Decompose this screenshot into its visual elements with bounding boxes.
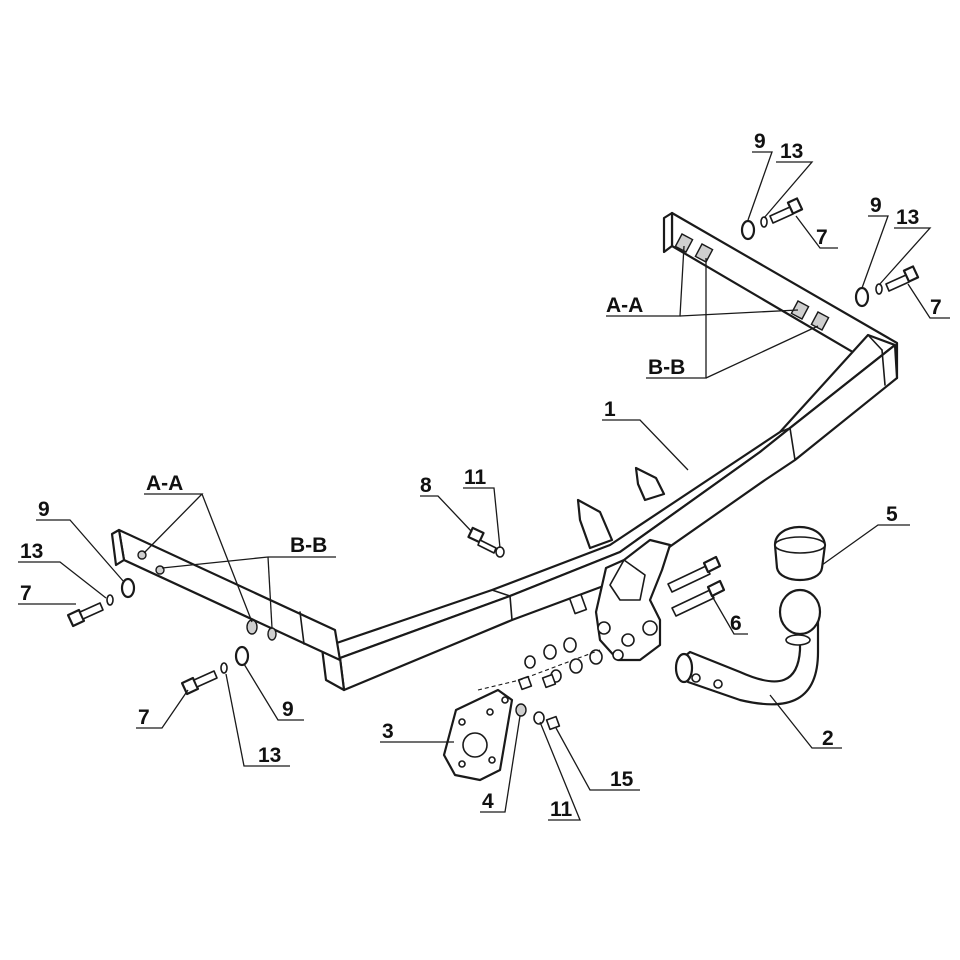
bolt-6-lower: [671, 579, 726, 617]
beam-tab-rear: [634, 466, 666, 502]
callout-13-bottom: 13: [258, 744, 281, 767]
washer-11-top: [495, 546, 505, 558]
callout-5: 5: [886, 503, 898, 526]
washer-9-bottom: [234, 645, 250, 667]
tow-ball-neck: [674, 588, 822, 706]
callout-9-bottom: 9: [282, 698, 294, 721]
washer-9-left: [120, 577, 136, 599]
callout-13-top: 13: [780, 140, 803, 163]
callout-9-left: 9: [38, 498, 50, 521]
washer-13-top: [760, 216, 768, 228]
callout-13-right: 13: [896, 206, 919, 229]
callout-15: 15: [610, 768, 634, 791]
bolt-7-left: [66, 602, 104, 628]
washer-13-right: [875, 283, 883, 295]
callout-7-left: 7: [20, 582, 32, 605]
callout-aa-left: A-A: [146, 472, 183, 495]
beam-tab-front: [576, 498, 614, 550]
callout-6: 6: [730, 612, 742, 635]
callout-1: 1: [604, 398, 616, 421]
washer-13-left: [106, 594, 114, 606]
right-bracket-hole-aa-1: [674, 233, 694, 253]
callout-2: 2: [822, 727, 834, 750]
callout-9-right: 9: [870, 194, 882, 217]
left-bracket-hole-bb-1: [155, 565, 165, 575]
socket-mounting-plate: [442, 688, 514, 782]
bolt-8: [467, 526, 497, 554]
right-side-bracket: [662, 211, 899, 380]
callout-3: 3: [382, 720, 394, 743]
callout-11-bottom: 11: [550, 798, 573, 821]
ball-cover: [773, 525, 827, 581]
nut-15: [545, 715, 561, 731]
bolt-7-top: [769, 197, 804, 224]
callout-7-right: 7: [930, 296, 942, 319]
callout-bb-right: B-B: [648, 356, 685, 379]
washer-9-top: [740, 219, 756, 241]
bolt-6-upper: [667, 555, 722, 593]
left-bracket-hole-aa-2: [246, 619, 258, 635]
callout-9-top: 9: [754, 130, 766, 153]
leader-lines: [18, 151, 950, 821]
cross-beam: [320, 333, 899, 692]
washer-9-right: [854, 286, 870, 308]
washer-13-bottom: [220, 662, 228, 674]
washers-nuts-cluster: [517, 637, 603, 691]
spring-washer-4: [515, 703, 527, 717]
callout-11-top: 11: [464, 466, 487, 489]
callout-8: 8: [420, 474, 432, 497]
callout-labels: 1 2 3 4 5 6 8 11 11 15 9 13 7 9 13 7 A-A…: [20, 130, 942, 821]
callout-7-top: 7: [816, 226, 828, 249]
center-hitch-bracket: [568, 538, 672, 662]
left-bracket-hole-bb-2: [267, 627, 277, 641]
bolt-7-bottom: [180, 670, 218, 696]
callout-13-left: 13: [20, 540, 43, 563]
bolt-7-right: [885, 265, 920, 292]
callout-4: 4: [482, 790, 494, 813]
right-bracket-hole-aa-2: [790, 300, 810, 320]
callout-aa-right: A-A: [606, 294, 643, 317]
callout-7-bottom: 7: [138, 706, 150, 729]
washer-11-bottom: [533, 711, 545, 725]
callout-bb-left: B-B: [290, 534, 327, 557]
right-bracket-hole-bb-1: [694, 243, 714, 263]
left-side-bracket: [110, 528, 342, 662]
